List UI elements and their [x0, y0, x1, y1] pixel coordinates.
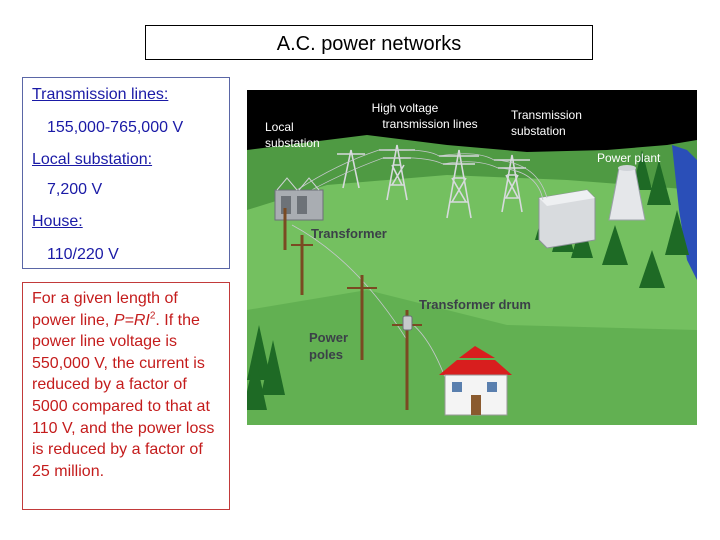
transmission-towers [337, 144, 530, 219]
page-title: A.C. power networks [145, 25, 593, 60]
voltage-levels-box: Transmission lines: 155,000-765,000 V Lo… [22, 77, 230, 269]
house-voltage: 110/220 V [47, 246, 119, 263]
river [672, 145, 697, 280]
trees-left [247, 325, 285, 410]
local-substation-icon [274, 177, 324, 221]
note-formula-exponent: 2 [149, 310, 156, 322]
power-plant-icon [608, 165, 646, 221]
label-power-plant: Power plant [597, 151, 661, 165]
house-header: House: [32, 213, 83, 230]
label-transformer: Transformer [311, 226, 387, 241]
note-formula: P=RI [113, 311, 150, 329]
transmission-lines-header: Transmission lines: [32, 86, 169, 103]
local-substation-header: Local substation: [32, 151, 153, 168]
label-transformer-drum: Transformer drum [419, 297, 531, 312]
house-icon [439, 346, 512, 416]
local-substation-voltage: 7,200 V [47, 181, 103, 198]
transformer-drum-icon [402, 315, 413, 331]
transmission-lines-voltage: 155,000-765,000 V [47, 119, 184, 136]
note-text-end: . If the power line voltage is 550,000 V… [32, 311, 215, 480]
transmission-substation-icon [538, 189, 596, 249]
note-text-start: For a given length of power line, [32, 290, 178, 329]
power-loss-note: For a given length of power line, P=RI2.… [22, 282, 230, 510]
